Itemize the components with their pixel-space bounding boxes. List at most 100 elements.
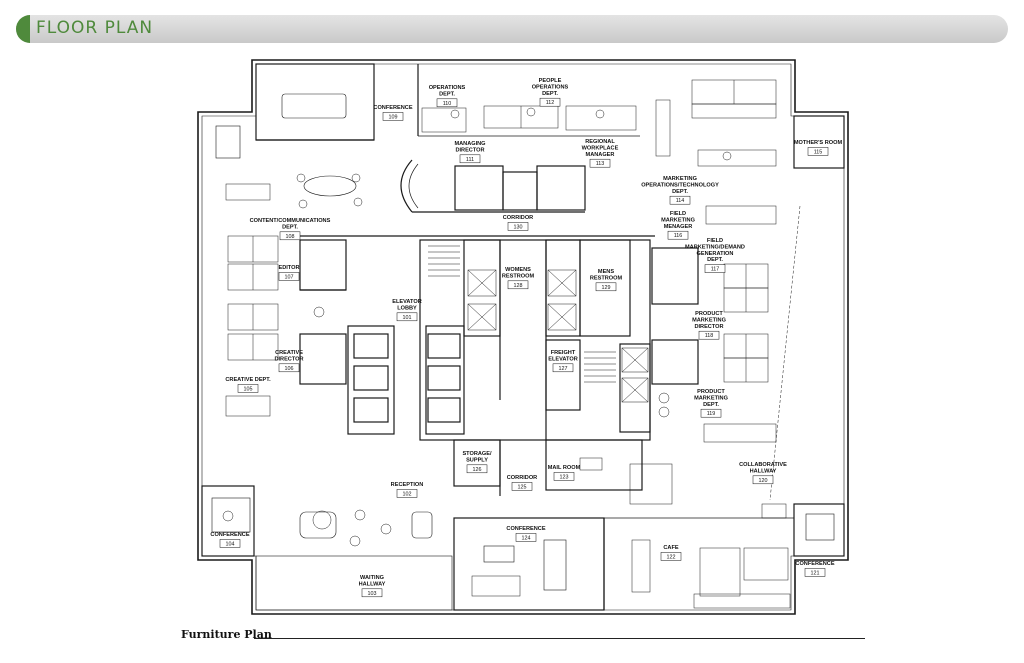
room-label-product-mkt-dept-119-line-1: MARKETING bbox=[694, 395, 728, 401]
room-number-box-conference-124 bbox=[515, 533, 537, 542]
room-number-box-mothers-room-115 bbox=[807, 147, 829, 156]
room-number-conference-104: 104 bbox=[226, 541, 235, 547]
room-number-box-marketing-ops-114 bbox=[669, 195, 691, 205]
room-label-waiting-hallway-103-line-1: HALLWAY bbox=[359, 581, 386, 587]
page-title: FLOOR PLAN bbox=[36, 18, 154, 38]
room-label-content-comm-108-line-0: CONTENT/COMMUNICATIONS bbox=[250, 218, 331, 224]
room-number-freight-elevator-127: 127 bbox=[559, 366, 568, 372]
room-number-box-corridor-125 bbox=[511, 482, 533, 491]
room-label-product-mkt-dept-119-line-2: DEPT. bbox=[703, 402, 719, 408]
room-number-cafe-122: 122 bbox=[667, 554, 676, 560]
room-number-box-conference-121 bbox=[804, 568, 826, 577]
room-number-conference-109: 109 bbox=[389, 114, 398, 120]
room-number-editor-107: 107 bbox=[285, 274, 294, 280]
walls bbox=[197, 59, 849, 615]
room-number-box-field-mkt-demand-117 bbox=[704, 264, 726, 273]
room-number-corridor-125: 125 bbox=[518, 484, 527, 490]
room-number-mens-restroom-129: 129 bbox=[602, 285, 611, 291]
room-label-operations-110-line-0: OPERATIONS bbox=[429, 85, 466, 91]
room-number-operations-110: 110 bbox=[443, 101, 452, 107]
room-label-conference-124-line-0: CONFERENCE bbox=[506, 526, 545, 532]
room-label-people-ops-112-line-1: OPERATIONS bbox=[532, 84, 569, 90]
room-number-regional-manager-113: 113 bbox=[596, 161, 605, 167]
room-number-field-mkt-manager-116: 116 bbox=[674, 233, 683, 239]
room-number-box-storage-126 bbox=[466, 464, 488, 474]
room-number-people-ops-112: 112 bbox=[546, 100, 555, 106]
room-label-product-mkt-director-118-line-0: PRODUCT bbox=[695, 311, 723, 317]
room-label-freight-elevator-127-line-0: FREIGHT bbox=[551, 350, 576, 356]
room-number-box-freight-elevator-127 bbox=[552, 363, 574, 373]
room-number-box-content-comm-108 bbox=[279, 231, 301, 241]
room-number-box-womens-restroom-128 bbox=[507, 280, 529, 290]
room-label-field-mkt-manager-116-line-2: MENAGER bbox=[664, 224, 693, 230]
room-number-box-managing-director-111 bbox=[459, 154, 481, 164]
room-number-mothers-room-115: 115 bbox=[814, 149, 823, 155]
room-number-box-mail-room-123 bbox=[553, 472, 575, 481]
room-label-elevator-lobby-101-line-1: LOBBY bbox=[397, 305, 417, 311]
room-number-content-comm-108: 108 bbox=[286, 234, 295, 240]
room-label-managing-director-111-line-0: MANAGING bbox=[454, 141, 485, 147]
room-number-box-product-mkt-director-118 bbox=[698, 330, 720, 340]
furniture bbox=[211, 79, 835, 609]
room-number-creative-director-106: 106 bbox=[285, 366, 294, 372]
room-number-collab-hallway-120: 120 bbox=[759, 478, 768, 484]
room-number-box-operations-110 bbox=[436, 98, 458, 108]
room-number-box-conference-104 bbox=[219, 539, 241, 548]
room-number-box-creative-dept-105 bbox=[237, 384, 259, 393]
room-label-mothers-room-115-line-0: MOTHER'S ROOM bbox=[794, 140, 843, 146]
room-label-mail-room-123-line-0: MAIL ROOM bbox=[548, 465, 581, 471]
footer-caption: Furniture Plan bbox=[181, 628, 272, 641]
room-label-corridor-125-line-0: CORRIDOR bbox=[507, 475, 537, 481]
room-label-conference-121-line-0: CONFERENCE bbox=[795, 561, 834, 567]
room-label-people-ops-112-line-0: PEOPLE bbox=[539, 78, 562, 84]
room-number-box-conference-109 bbox=[382, 112, 404, 121]
room-label-editor-107-line-0: EDITOR bbox=[278, 265, 299, 271]
room-label-product-mkt-director-118-line-2: DIRECTOR bbox=[694, 324, 723, 330]
room-label-regional-manager-113-line-2: MANAGER bbox=[586, 152, 615, 158]
room-number-box-corridor-130 bbox=[507, 222, 529, 231]
room-label-womens-restroom-128-line-1: RESTROOM bbox=[502, 273, 535, 279]
room-number-storage-126: 126 bbox=[473, 467, 482, 473]
room-number-marketing-ops-114: 114 bbox=[676, 198, 685, 204]
room-number-box-editor-107 bbox=[278, 272, 300, 281]
room-number-womens-restroom-128: 128 bbox=[514, 283, 523, 289]
room-label-elevator-lobby-101-line-0: ELEVATOR bbox=[392, 299, 422, 305]
room-label-field-mkt-demand-117-line-3: DEPT. bbox=[707, 257, 723, 263]
room-label-storage-126-line-1: SUPPLY bbox=[466, 457, 488, 463]
room-label-creative-dept-105-line-0: CREATIVE DEPT. bbox=[225, 377, 271, 383]
room-number-box-field-mkt-manager-116 bbox=[667, 230, 689, 240]
room-number-box-waiting-hallway-103 bbox=[361, 588, 383, 598]
room-number-box-product-mkt-dept-119 bbox=[700, 408, 722, 418]
room-label-conference-109-line-0: CONFERENCE bbox=[373, 105, 412, 111]
room-label-product-mkt-dept-119-line-0: PRODUCT bbox=[697, 389, 725, 395]
room-label-mens-restroom-129-line-0: MENS bbox=[598, 269, 614, 275]
room-label-creative-director-106-line-1: DIRECTOR bbox=[274, 356, 303, 362]
room-number-box-creative-director-106 bbox=[278, 363, 300, 373]
room-label-regional-manager-113-line-1: WORKPLACE bbox=[582, 145, 619, 151]
room-label-field-mkt-demand-117-line-0: FIELD bbox=[707, 238, 723, 244]
room-labels: CONFERENCE109OPERATIONSDEPT.110PEOPLEOPE… bbox=[210, 78, 843, 598]
room-label-conference-104-line-0: CONFERENCE bbox=[210, 532, 249, 538]
room-number-managing-director-111: 111 bbox=[466, 157, 474, 163]
room-label-field-mkt-manager-116-line-0: FIELD bbox=[670, 211, 686, 217]
room-label-collab-hallway-120-line-1: HALLWAY bbox=[750, 468, 777, 474]
room-label-field-mkt-demand-117-line-2: GENERATION bbox=[697, 251, 734, 257]
room-number-reception-102: 102 bbox=[403, 491, 412, 497]
room-label-field-mkt-manager-116-line-1: MARKETING bbox=[661, 217, 695, 223]
room-label-field-mkt-demand-117-line-1: MARKETING/DEMAND bbox=[685, 244, 745, 250]
room-label-collab-hallway-120-line-0: COLLABORATIVE bbox=[739, 462, 787, 468]
header-bar bbox=[16, 15, 1008, 43]
room-number-box-regional-manager-113 bbox=[589, 158, 611, 168]
room-number-mail-room-123: 123 bbox=[560, 474, 569, 480]
room-label-creative-director-106-line-0: CREATIVE bbox=[275, 350, 303, 356]
room-label-marketing-ops-114-line-0: MARKETING bbox=[663, 176, 697, 182]
room-label-marketing-ops-114-line-1: OPERATIONS/TECHNOLOGY bbox=[641, 182, 719, 188]
room-number-box-collab-hallway-120 bbox=[752, 475, 774, 485]
room-label-mens-restroom-129-line-1: RESTROOM bbox=[590, 275, 623, 281]
room-number-corridor-130: 130 bbox=[514, 224, 523, 230]
room-number-box-reception-102 bbox=[396, 489, 418, 498]
room-label-reception-102-line-0: RECEPTION bbox=[391, 482, 424, 488]
room-number-creative-dept-105: 105 bbox=[244, 386, 253, 392]
room-number-box-people-ops-112 bbox=[539, 97, 561, 107]
